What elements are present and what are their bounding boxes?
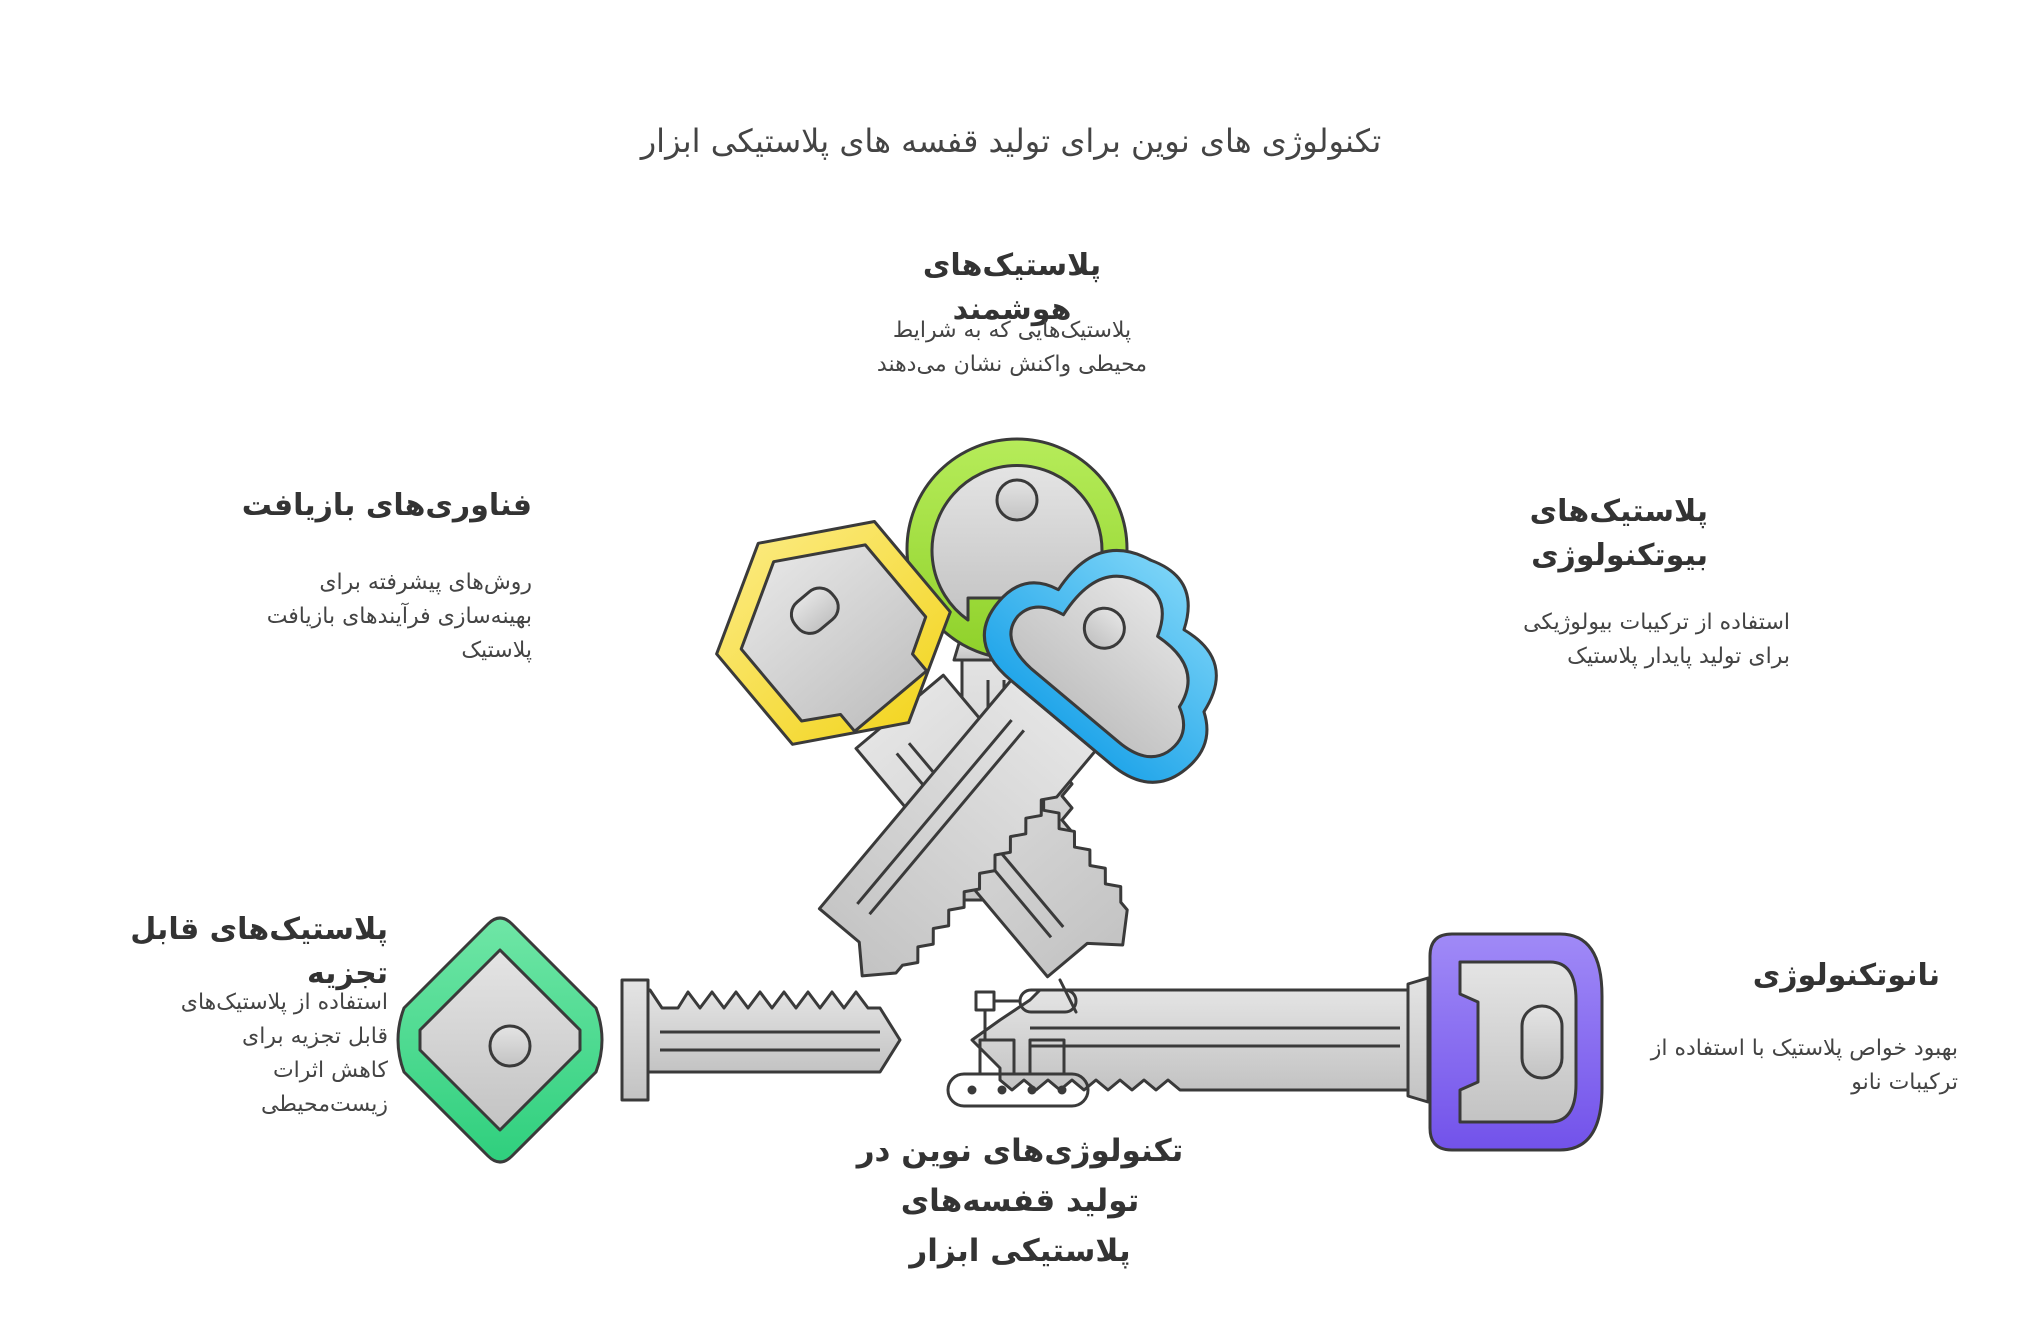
key-recycling bbox=[817, 549, 1218, 978]
key-hole bbox=[1082, 606, 1126, 650]
key-hole bbox=[995, 478, 1039, 522]
key-groove bbox=[856, 719, 1026, 916]
key-nanotech bbox=[970, 932, 1604, 1152]
center-label: تکنولوژی‌های نوین در تولید قفسه‌های پلاس… bbox=[856, 1133, 1184, 1269]
key-head-inner bbox=[1458, 960, 1578, 1124]
key-neck bbox=[1406, 976, 1430, 1104]
item-title-biodegradable: پلاستیک‌های قابل تجزیه bbox=[130, 912, 388, 991]
item-desc-recycling: روش‌های پیشرفته برای بهینه‌سازی فرآیندها… bbox=[266, 570, 532, 663]
key-neck bbox=[620, 978, 650, 1102]
item-desc-nano: بهبود خواص پلاستیک با استفاده از ترکیبات… bbox=[1650, 1036, 1958, 1095]
item-title-biotech: پلاستیک‌های بیوتکنولوژی bbox=[1529, 494, 1708, 573]
page-title: تکنولوژی های نوین برای تولید قفسه های پل… bbox=[640, 122, 1382, 160]
conveyor-robot-arm-icon bbox=[946, 978, 1090, 1108]
item-title-nano: نانوتکنولوژی bbox=[1752, 958, 1940, 993]
key-blade bbox=[970, 988, 1422, 1092]
item-desc-biodegradable: استفاده از پلاستیک‌های قابل تجزیه برای ک… bbox=[180, 990, 388, 1117]
key-hole bbox=[789, 586, 840, 635]
key-groove bbox=[660, 1030, 880, 1052]
key-head-inner bbox=[739, 543, 929, 733]
item-desc-smart: پلاستیک‌هایی که به شرایط محیطی واکنش نشا… bbox=[876, 318, 1148, 377]
key-hole bbox=[488, 1024, 532, 1068]
key-groove bbox=[1030, 1026, 1400, 1048]
key-head-inner bbox=[1009, 574, 1190, 759]
key-hole bbox=[1520, 1004, 1564, 1080]
key-blade bbox=[817, 678, 1097, 978]
item-title-smart: پلاستیک‌های هوشمند bbox=[922, 248, 1102, 327]
item-desc-biotech: استفاده از ترکیبات بیولوژیکی برای تولید … bbox=[1523, 610, 1790, 669]
item-title-recycling: فناوری‌های بازیافت bbox=[241, 488, 532, 523]
key-biodegradable bbox=[396, 916, 902, 1164]
